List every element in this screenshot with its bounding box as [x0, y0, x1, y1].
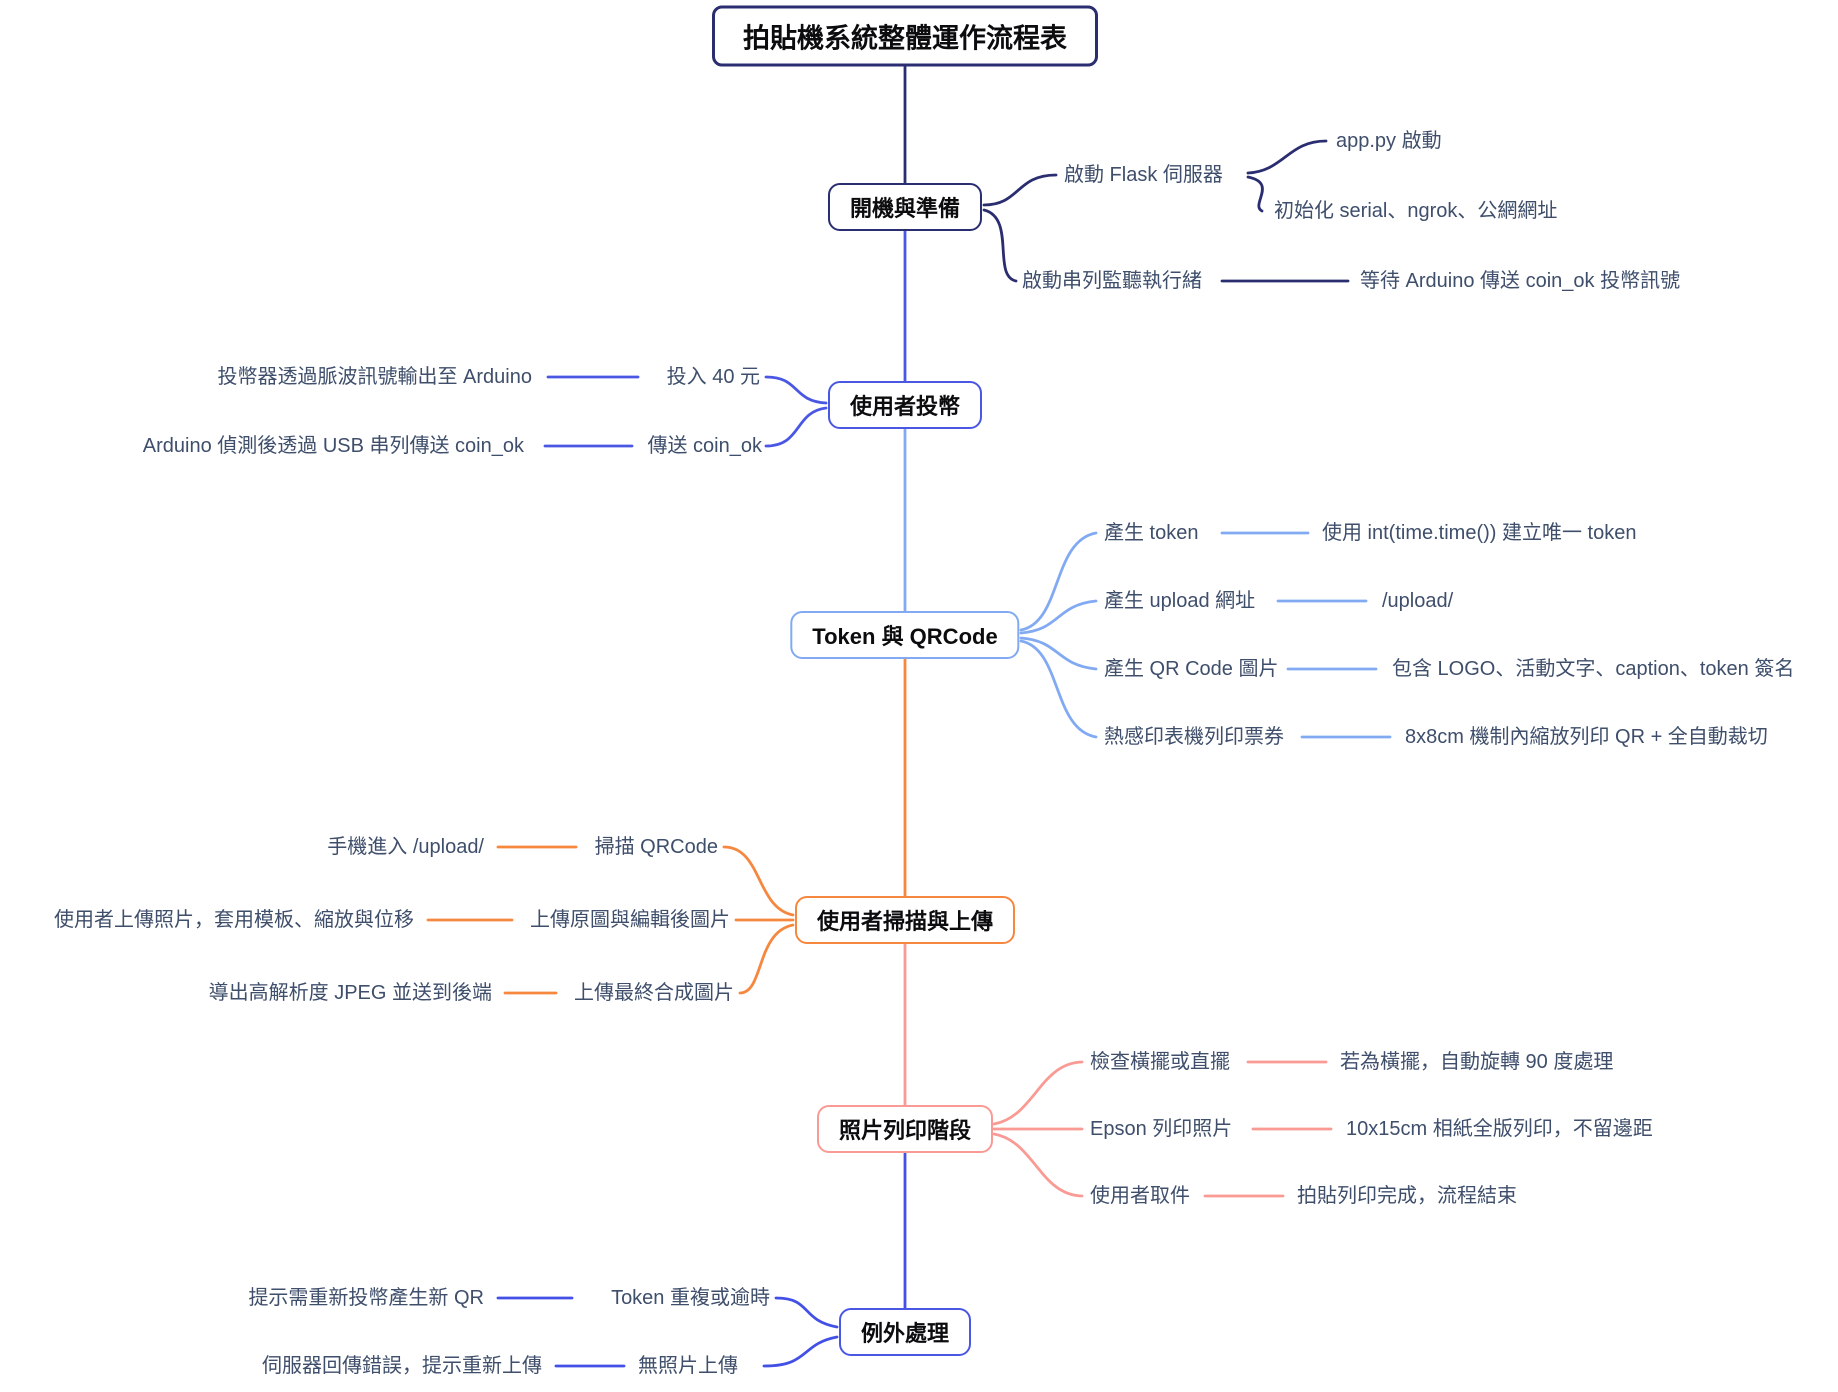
links-scan-section: [426, 655, 907, 995]
branch-no-photo-upload[interactable]: 無照片上傳: [638, 1355, 738, 1377]
branch-flask-server[interactable]: 啟動 Flask 伺服器: [1064, 164, 1223, 186]
leaf-user-upload-template: 使用者上傳照片，套用模板、縮放與位移: [54, 909, 414, 931]
branch-scan-qrcode[interactable]: 掃描 QRCode: [594, 836, 718, 858]
branch-send-coinok[interactable]: 傳送 coin_ok: [647, 435, 763, 457]
branch-gen-qr-image[interactable]: 產生 QR Code 圖片: [1104, 658, 1279, 680]
branch-check-orientation[interactable]: 檢查橫擺或直擺: [1090, 1051, 1230, 1073]
leaf-arduino-usb-coinok: Arduino 偵測後透過 USB 串列傳送 coin_ok: [142, 435, 524, 457]
branch-upload-final-composite[interactable]: 上傳最終合成圖片: [574, 982, 734, 1004]
leaf-qr-contents: 包含 LOGO、活動文字、caption、token 簽名: [1392, 658, 1795, 680]
branch-thermal-print-ticket[interactable]: 熱感印表機列印票券: [1104, 726, 1284, 748]
links-boot-section: [903, 58, 1350, 283]
leaf-auto-rotate-90: 若為橫擺，自動旋轉 90 度處理: [1340, 1051, 1614, 1073]
leaf-process-end: 拍貼列印完成，流程結束: [1297, 1185, 1517, 1207]
branch-token-dup-timeout[interactable]: Token 重複或逾時: [611, 1287, 770, 1309]
branch-serial-listener[interactable]: 啟動串列監聽執行緒: [1022, 270, 1202, 292]
leaf-wait-arduino-coinok: 等待 Arduino 傳送 coin_ok 投幣訊號: [1360, 270, 1681, 292]
branch-gen-token[interactable]: 產生 token: [1104, 522, 1199, 544]
leaf-paper-borderless: 10x15cm 相紙全版列印，不留邊距: [1346, 1118, 1653, 1140]
links-print-section: [903, 941, 1333, 1198]
node-token-qrcode[interactable]: Token 與 QRCode: [790, 611, 1020, 659]
links-token-section: [903, 424, 1392, 739]
leaf-export-jpeg-backend: 導出高解析度 JPEG 並送到後端: [208, 982, 492, 1004]
node-boot-prep[interactable]: 開機與準備: [827, 183, 983, 231]
branch-user-pickup[interactable]: 使用者取件: [1090, 1185, 1190, 1207]
links-exception-section: [496, 1148, 907, 1368]
leaf-app-py-start: app.py 啟動: [1336, 130, 1442, 152]
leaf-thermal-spec: 8x8cm 機制內縮放列印 QR + 全自動裁切: [1405, 726, 1768, 748]
leaf-coin-pulse-arduino: 投幣器透過脈波訊號輸出至 Arduino: [217, 366, 533, 388]
branch-gen-upload-url[interactable]: 產生 upload 網址: [1104, 590, 1256, 612]
branch-upload-original-edited[interactable]: 上傳原圖與編輯後圖片: [530, 909, 730, 931]
node-exception[interactable]: 例外處理: [838, 1308, 972, 1356]
leaf-server-error-retry: 伺服器回傳錯誤，提示重新上傳: [262, 1355, 542, 1377]
node-user-scan-upload[interactable]: 使用者掃描與上傳: [794, 896, 1016, 944]
branch-epson-print[interactable]: Epson 列印照片: [1090, 1118, 1233, 1140]
branch-insert-40[interactable]: 投入 40 元: [666, 366, 760, 388]
links-coin-section: [543, 226, 907, 448]
leaf-upload-path: /upload/: [1382, 590, 1454, 612]
node-root-title[interactable]: 拍貼機系統整體運作流程表: [712, 5, 1098, 67]
node-user-coin[interactable]: 使用者投幣: [827, 381, 983, 429]
leaf-phone-enter-upload: 手機進入 /upload/: [327, 836, 484, 858]
leaf-init-serial-ngrok: 初始化 serial、ngrok、公網網址: [1274, 200, 1558, 222]
node-photo-print[interactable]: 照片列印階段: [816, 1105, 994, 1153]
leaf-recoin-new-qr: 提示需重新投幣產生新 QR: [248, 1287, 484, 1309]
leaf-token-method: 使用 int(time.time()) 建立唯一 token: [1322, 522, 1637, 544]
